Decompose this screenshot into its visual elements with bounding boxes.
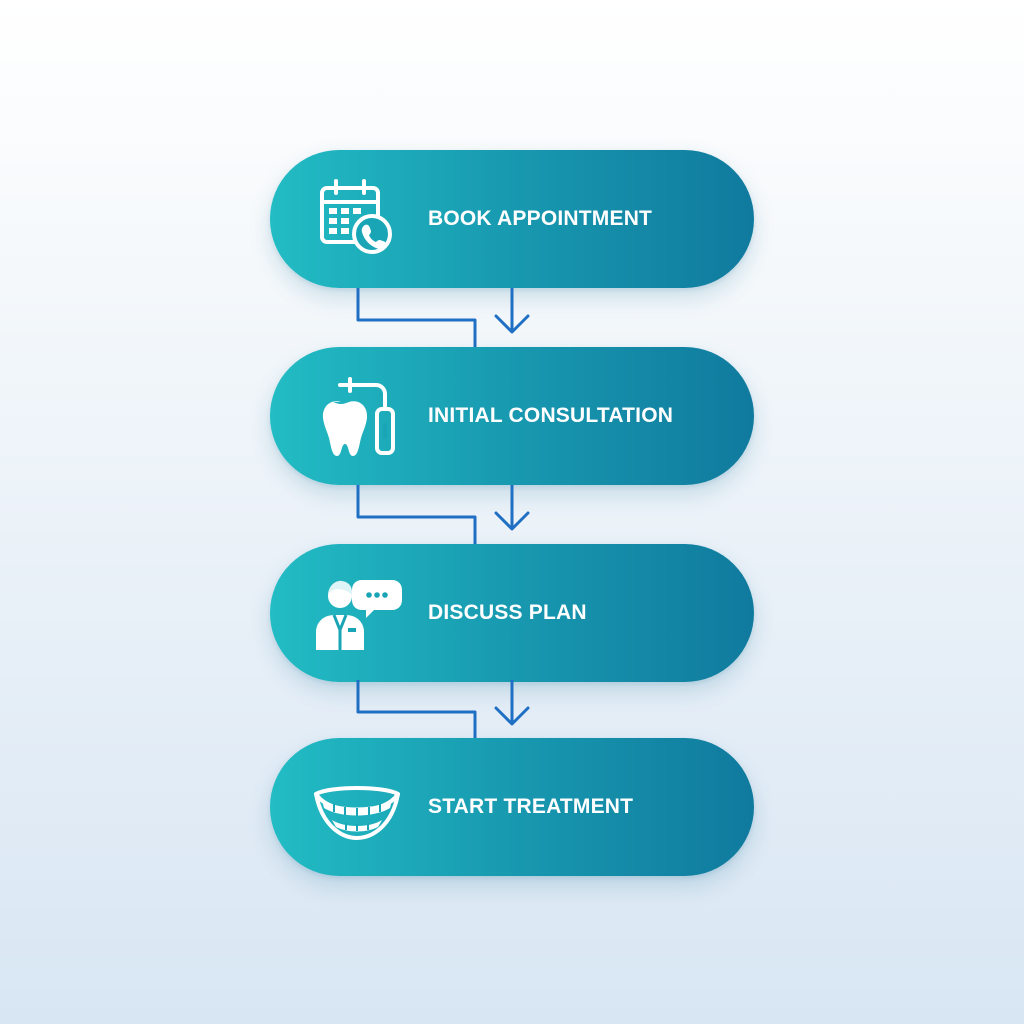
step-label: BOOK APPOINTMENT [428, 207, 653, 230]
smile-teeth-icon [310, 764, 404, 850]
step-discuss-plan[interactable]: DISCUSS PLAN [270, 544, 754, 682]
calendar-phone-icon [310, 176, 404, 262]
connector-arrow [356, 680, 530, 740]
step-book-appointment[interactable]: BOOK APPOINTMENT [270, 150, 754, 288]
step-initial-consultation[interactable]: INITIAL CONSULTATION [270, 347, 754, 485]
tooth-dental-tool-icon [310, 373, 404, 459]
connector-arrow [356, 485, 530, 545]
step-start-treatment[interactable]: START TREATMENT [270, 738, 754, 876]
step-label: DISCUSS PLAN [428, 601, 587, 624]
dentist-speech-bubble-icon [310, 570, 404, 656]
step-label: START TREATMENT [428, 795, 634, 818]
connector-arrow [356, 288, 530, 348]
step-label: INITIAL CONSULTATION [428, 404, 674, 427]
